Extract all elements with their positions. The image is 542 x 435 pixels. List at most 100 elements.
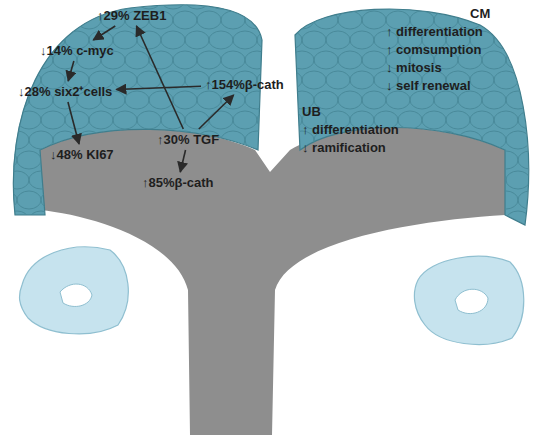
effect-label: CM <box>470 6 490 21</box>
renal-vesicle <box>414 256 523 344</box>
cell-outline <box>209 111 233 129</box>
cell-outline <box>65 111 89 129</box>
cell-outline <box>494 0 518 9</box>
cell-outline <box>53 131 77 149</box>
regulation-arrow <box>199 95 234 129</box>
cell-outline <box>221 131 245 149</box>
cell-outline <box>233 191 257 209</box>
cell-outline <box>209 0 233 9</box>
cell-outline <box>209 151 233 169</box>
cell-outline <box>314 11 338 29</box>
cell-outline <box>482 91 506 109</box>
factor-node: ↑154%β-cath <box>203 76 286 93</box>
cell-outline <box>518 0 542 9</box>
cell-outline <box>173 11 197 29</box>
effect-label: ↑ comsumption <box>386 42 481 57</box>
cell-outline <box>89 191 113 209</box>
cell-outline <box>257 111 281 129</box>
cell-outline <box>185 0 209 9</box>
cell-outline <box>482 131 506 149</box>
cell-outline <box>101 211 125 229</box>
cell-outline <box>113 71 137 89</box>
cell-outline <box>362 11 386 29</box>
cell-outline <box>161 0 185 9</box>
factor-node: ↓48% KI67 <box>48 146 116 163</box>
factor-node: ↑29% ZEB1 <box>95 7 168 24</box>
effect-label: UB <box>302 104 321 119</box>
cell-outline <box>350 71 374 89</box>
cell-outline <box>233 151 257 169</box>
vesicle-lumen <box>455 289 488 313</box>
cell-outline <box>326 191 350 209</box>
factor-node: ↓28% six2⁺cells <box>16 83 114 100</box>
cell-outline <box>302 191 326 209</box>
cell-outline <box>257 31 281 49</box>
cell-outline <box>113 111 137 129</box>
cell-outline <box>494 151 518 169</box>
cell-outline <box>302 31 326 49</box>
cell-outline <box>278 151 302 169</box>
cell-outline <box>386 211 410 229</box>
cell-outline <box>494 71 518 89</box>
effect-label: ↓ ramification <box>302 140 386 155</box>
cell-outline <box>0 31 17 49</box>
factor-text: ↓14% c-myc <box>40 43 114 58</box>
cell-outline <box>173 91 197 109</box>
cell-outline <box>221 11 245 29</box>
cell-outline <box>17 151 41 169</box>
cell-outline <box>41 0 65 9</box>
cell-outline <box>422 0 446 9</box>
cell-outline <box>113 31 137 49</box>
cell-outline <box>410 171 434 189</box>
cell-outline <box>209 191 233 209</box>
cell-outline <box>5 11 29 29</box>
cell-outline <box>0 0 17 9</box>
cell-outline <box>125 51 149 69</box>
cell-outline <box>398 0 422 9</box>
effect-label: ↓ self renewal <box>386 78 471 93</box>
cell-outline <box>338 171 362 189</box>
renal-vesicle <box>20 247 129 334</box>
cell-outline <box>362 171 386 189</box>
cell-outline <box>5 51 29 69</box>
cell-outline <box>77 131 101 149</box>
cell-outline <box>518 191 542 209</box>
cell-outline <box>338 11 362 29</box>
regulation-arrow <box>93 26 115 40</box>
cell-outline <box>5 171 29 189</box>
cell-outline <box>0 111 17 129</box>
cell-outline <box>482 171 506 189</box>
cell-outline <box>17 191 41 209</box>
cell-outline <box>5 211 29 229</box>
cell-outline <box>137 191 161 209</box>
factor-node: ↑30% TGF <box>155 131 221 148</box>
cell-outline <box>185 31 209 49</box>
cell-outline <box>149 211 173 229</box>
cell-outline <box>245 11 269 29</box>
cell-outline <box>65 191 89 209</box>
cell-outline <box>458 131 482 149</box>
cell-outline <box>434 171 458 189</box>
cell-outline <box>5 131 29 149</box>
cell-outline <box>470 191 494 209</box>
cell-outline <box>470 111 494 129</box>
cell-outline <box>125 211 149 229</box>
cell-outline <box>326 0 350 9</box>
cell-outline <box>257 0 281 9</box>
cell-outline <box>77 211 101 229</box>
regulation-arrow <box>68 102 79 144</box>
factor-text: ↑29% ZEB1 <box>97 8 166 23</box>
cell-outline <box>101 171 125 189</box>
cell-outline <box>257 191 281 209</box>
cell-outline <box>458 171 482 189</box>
cell-outline <box>245 211 269 229</box>
cell-outline <box>290 211 314 229</box>
cell-outline <box>278 31 302 49</box>
cell-outline <box>458 211 482 229</box>
cell-outline <box>482 51 506 69</box>
cell-outline <box>197 51 221 69</box>
cell-outline <box>290 11 314 29</box>
cell-outline <box>350 0 374 9</box>
cell-outline <box>89 0 113 9</box>
